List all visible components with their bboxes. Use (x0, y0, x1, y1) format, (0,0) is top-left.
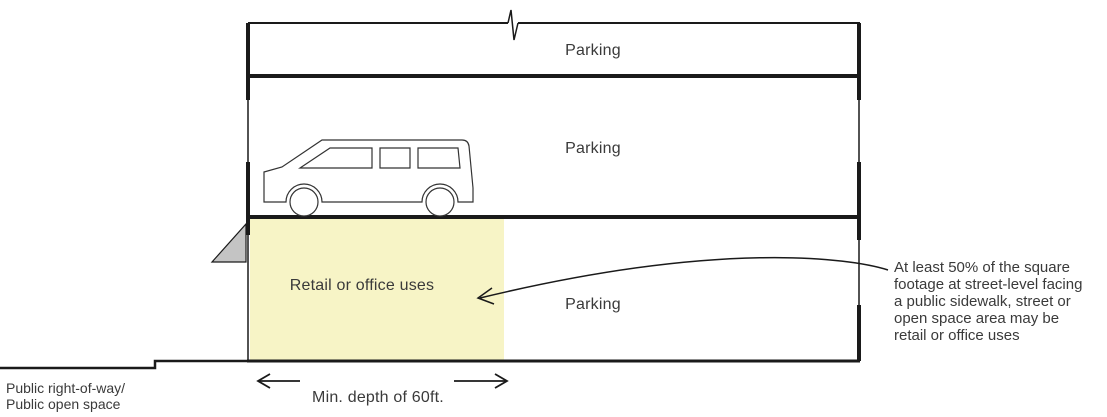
break-line-icon (507, 9, 519, 41)
car-icon (263, 139, 474, 217)
parking-middle-label: Parking (565, 140, 621, 157)
retail-area (250, 218, 504, 360)
annotation-line-3: a public sidewalk, street or (894, 293, 1071, 310)
annotation-line-4: open space area may be (894, 310, 1059, 327)
retail-label: Retail or office uses (290, 277, 434, 294)
sidewalk-ground-line (0, 359, 248, 370)
annotation-line-1: At least 50% of the square (894, 259, 1070, 276)
min-depth-dimension (256, 373, 509, 389)
annotation-text: At least 50% of the square footage at st… (894, 259, 1087, 344)
awning-icon (210, 222, 247, 263)
annotation-line-2: footage at street-level facing (894, 276, 1082, 293)
right-of-way-line-2: Public open space (6, 396, 121, 412)
right-of-way-label: Public right-of-way/ Public open space (6, 380, 129, 412)
annotation-line-5: retail or office uses (894, 327, 1020, 344)
min-depth-label: Min. depth of 60ft. (312, 389, 444, 406)
parking-ground-label: Parking (565, 296, 621, 313)
annotation-arrow (479, 256, 889, 299)
right-of-way-line-1: Public right-of-way/ (6, 380, 125, 396)
parking-top-label: Parking (565, 42, 621, 59)
arrow-icon (476, 287, 495, 305)
